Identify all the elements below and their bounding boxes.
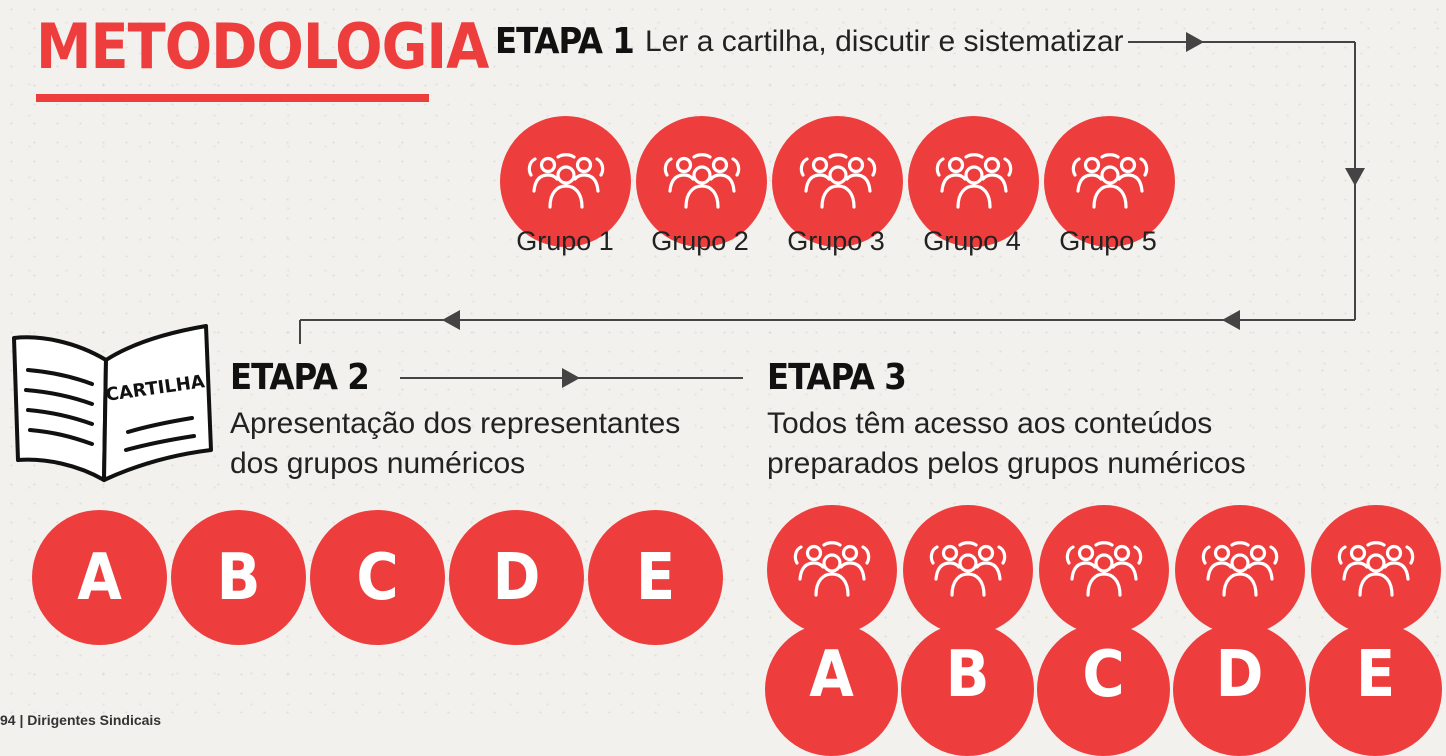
mixed-d-letter: D [1215, 637, 1264, 712]
arrow-left-icon [1222, 310, 1240, 330]
stage3-line2: preparados pelos grupos numéricos [767, 447, 1246, 480]
mixed-e-group-circle [1311, 505, 1441, 635]
book-icon: CARTILHA [12, 324, 213, 482]
group-3-label: Grupo 3 [787, 226, 885, 256]
mixed-a-letter-circle: A [765, 623, 898, 756]
title-underline [36, 94, 429, 102]
group-1-label: Grupo 1 [516, 226, 614, 256]
mixed-e-letter: E [1355, 637, 1396, 712]
stage3-line1: Todos têm acesso aos conteúdos [767, 407, 1213, 440]
people-group-icon [799, 152, 876, 209]
mixed-d-letter-circle: D [1173, 623, 1306, 756]
people-group-icon [663, 152, 740, 209]
rep-d-circle: D [449, 510, 584, 645]
stage2-line1: Apresentação dos representantes [230, 407, 681, 440]
people-group-icon [1065, 541, 1143, 597]
rep-b-letter: B [216, 540, 261, 615]
people-group-icon [1201, 541, 1279, 597]
group-4-circle [908, 116, 1039, 247]
group-2-label: Grupo 2 [651, 226, 749, 256]
stage2-line2: dos grupos numéricos [230, 447, 526, 480]
stage2-label: ETAPA 2 [230, 357, 370, 398]
page-title: METODOLOGIA [36, 10, 489, 83]
arrow-right-icon [562, 368, 580, 388]
stage1-text: Ler a cartilha, discutir e sistematizar [645, 25, 1124, 58]
mixed-b-group-circle [903, 505, 1033, 635]
people-group-icon [935, 152, 1012, 209]
rep-d-letter: D [492, 540, 541, 615]
rep-e-circle: E [588, 510, 723, 645]
mixed-d-group-circle [1175, 505, 1305, 635]
arrow-right-icon [1186, 32, 1204, 52]
group-5-circle [1044, 116, 1175, 247]
mixed-c-group-circle [1039, 505, 1169, 635]
page-footer: 94 | Dirigentes Sindicais [0, 712, 162, 728]
rep-c-circle: C [310, 510, 445, 645]
people-group-icon [793, 541, 871, 597]
people-group-icon [527, 152, 604, 209]
flow-connectors [299, 32, 1365, 388]
stage3-label: ETAPA 3 [767, 357, 907, 398]
mixed-b-letter-circle: B [901, 623, 1034, 756]
mixed-a-group-circle [767, 505, 897, 635]
people-group-icon [1337, 541, 1415, 597]
rep-a-letter: A [77, 540, 122, 615]
stage1-label: ETAPA 1 [495, 21, 635, 62]
rep-a-circle: A [32, 510, 167, 645]
rep-e-letter: E [635, 540, 676, 615]
people-group-icon [1071, 152, 1148, 209]
arrow-left-icon [442, 310, 460, 330]
rep-b-circle: B [171, 510, 306, 645]
mixed-c-letter-circle: C [1037, 623, 1170, 756]
group-3-circle [772, 116, 903, 247]
mixed-e-letter-circle: E [1309, 623, 1442, 756]
rep-c-letter: C [356, 540, 399, 615]
arrow-down-icon [1345, 168, 1365, 186]
group-2-circle [636, 116, 767, 247]
mixed-c-letter: C [1082, 637, 1125, 712]
group-4-label: Grupo 4 [923, 226, 1021, 256]
group-5-label: Grupo 5 [1059, 226, 1157, 256]
mixed-b-letter: B [945, 637, 990, 712]
people-group-icon [929, 541, 1007, 597]
mixed-a-letter: A [809, 637, 854, 712]
group-1-circle [500, 116, 631, 247]
